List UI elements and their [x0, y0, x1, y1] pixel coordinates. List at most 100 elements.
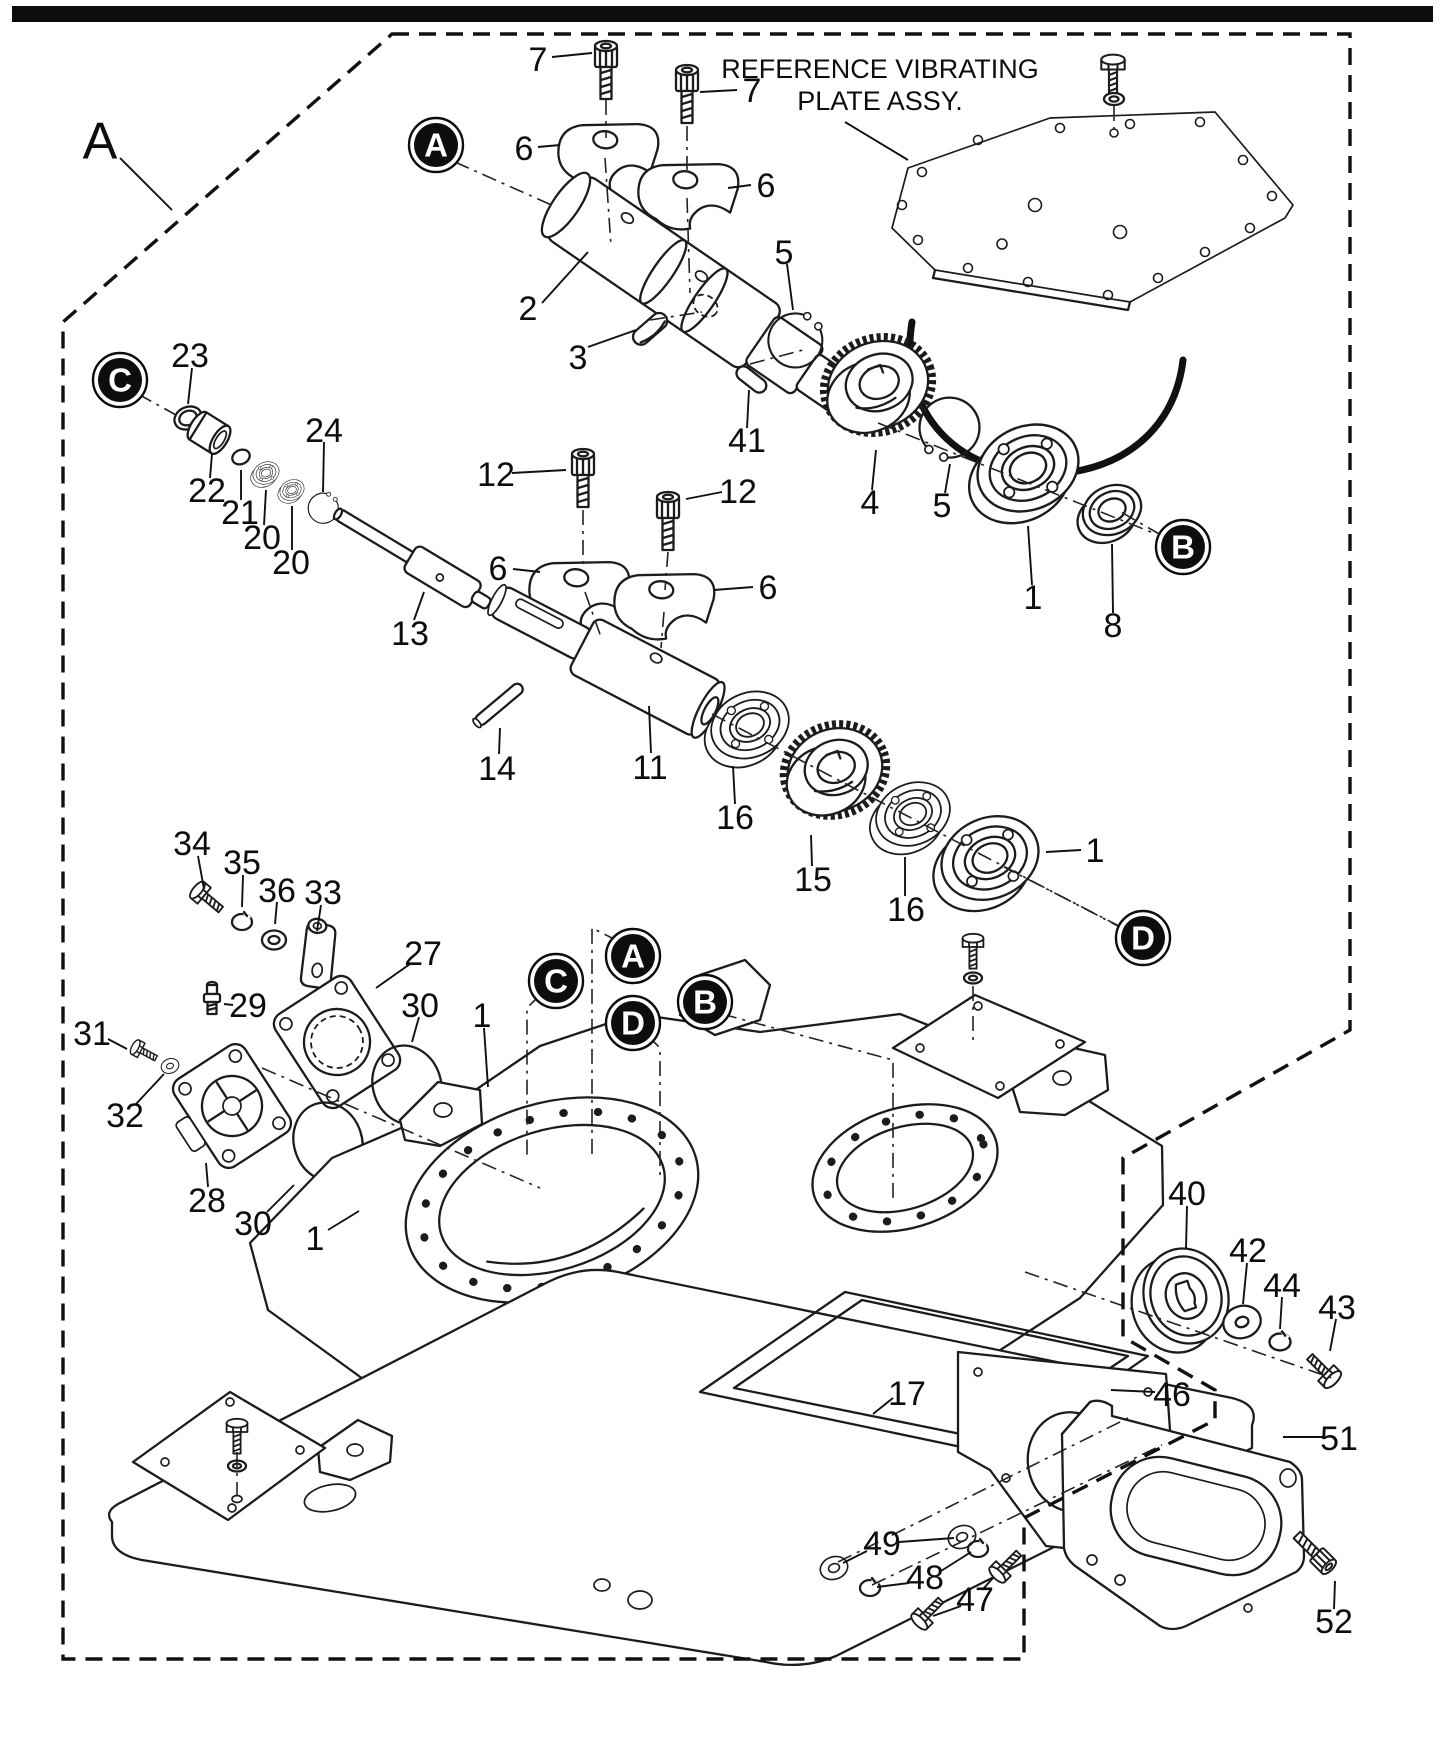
leader-line — [732, 765, 736, 805]
leader-line — [197, 855, 205, 890]
leader-line — [316, 904, 322, 932]
pulley-40 — [1130, 1247, 1230, 1354]
leader-line — [727, 184, 752, 189]
leader-line — [1185, 1205, 1188, 1250]
leader-line — [135, 1073, 165, 1105]
leader-line — [119, 157, 173, 211]
gear-15 — [779, 720, 891, 820]
leader-line — [944, 463, 951, 494]
zone-a-dashed-boundary — [61, 32, 1352, 1661]
leader-line — [322, 441, 325, 493]
bearing-1a — [950, 407, 1097, 541]
svg-text:D: D — [621, 1005, 645, 1042]
part-label-4: 4 — [861, 484, 880, 522]
leader-line — [375, 963, 411, 989]
part-label-41: 41 — [728, 422, 766, 460]
leader-line — [876, 1582, 910, 1588]
svg-text:D: D — [1131, 920, 1155, 957]
leader-line — [413, 591, 425, 621]
leader-line — [1045, 849, 1082, 853]
pulley-group — [1130, 1247, 1345, 1392]
cap-screw-12a — [570, 447, 596, 509]
part-label-6: 6 — [759, 569, 778, 607]
part-label-42: 42 — [1229, 1232, 1267, 1270]
part-label-3: 3 — [569, 339, 588, 377]
leader-line — [871, 449, 877, 491]
bolt-34 — [186, 878, 229, 919]
part-label-6: 6 — [757, 167, 776, 205]
part-label-17: 17 — [888, 1375, 926, 1413]
detail-badge-B: B — [1154, 518, 1212, 576]
leader-line — [932, 1605, 962, 1617]
part-label-33: 33 — [304, 874, 342, 912]
plate-bolt — [1100, 53, 1126, 95]
part-label-7: 7 — [529, 41, 548, 79]
leader-line — [511, 469, 567, 474]
part-label-13: 13 — [391, 615, 429, 653]
key-41 — [735, 365, 768, 394]
cover-27 — [272, 974, 402, 1110]
svg-text:A: A — [424, 127, 448, 164]
leader-line — [274, 901, 278, 925]
cover-plate-edge — [931, 268, 1132, 312]
part-label-49: 49 — [863, 1525, 901, 1563]
bushing-22 — [186, 410, 232, 455]
bearing-20a — [246, 457, 284, 492]
leader-line — [541, 251, 589, 304]
part-label-31: 31 — [73, 1015, 111, 1053]
part-label-A: A — [83, 113, 118, 171]
reference-plate-assembly — [891, 53, 1294, 478]
assembly-axes — [236, 100, 1333, 1586]
leader-line — [1279, 1296, 1283, 1330]
badge-connector — [454, 161, 557, 208]
part-label-16: 16 — [716, 799, 754, 837]
part-label-5: 5 — [933, 487, 952, 525]
cap-screw-7b — [674, 63, 700, 125]
part-label-6: 6 — [489, 550, 508, 588]
belt-cover-51 — [1060, 1399, 1340, 1631]
leader-line — [746, 389, 750, 429]
part-label-34: 34 — [173, 825, 211, 863]
part-label-32: 32 — [106, 1097, 144, 1135]
cover-28 — [171, 1042, 293, 1170]
part-label-44: 44 — [1263, 1267, 1301, 1305]
detail-badge-C: C — [91, 351, 149, 409]
part-label-7: 7 — [743, 72, 762, 110]
part-label-22: 22 — [188, 472, 226, 510]
part-label-1: 1 — [1086, 832, 1105, 870]
detail-badge-D: D — [1114, 909, 1172, 967]
badge-connector — [1003, 866, 1122, 928]
leader-line — [205, 1162, 209, 1188]
leader-line — [940, 1551, 972, 1572]
washer-42 — [1222, 1304, 1262, 1340]
leader-line — [1110, 1389, 1156, 1393]
part-label-6: 6 — [515, 130, 534, 168]
part-label-12: 12 — [477, 456, 515, 494]
housing-bracket-left — [398, 1080, 484, 1148]
leader-line — [537, 144, 561, 148]
badge-connector — [1120, 511, 1162, 536]
leader-line — [648, 705, 652, 754]
leader-line — [241, 874, 244, 908]
part-label-46: 46 — [1153, 1376, 1191, 1414]
part-label-21: 21 — [221, 494, 259, 532]
leader-line — [551, 52, 593, 58]
plug-bolt-31 — [127, 1037, 161, 1067]
cover-plate — [891, 111, 1294, 303]
base-plate-bracket — [316, 1418, 394, 1482]
grease-nipple-29 — [202, 980, 222, 1016]
leader-line — [713, 586, 754, 591]
leader-line — [411, 1016, 420, 1043]
part-label-29: 29 — [229, 987, 267, 1025]
bottom-cover-right — [891, 932, 1087, 1100]
badge-connector — [721, 1013, 894, 1200]
lock-washer-44 — [1267, 1329, 1293, 1352]
cap-screw-7a — [593, 39, 619, 101]
part-label-35: 35 — [223, 844, 261, 882]
part-label-2: 2 — [519, 290, 538, 328]
leader-line — [1111, 543, 1114, 614]
part-label-20: 20 — [272, 544, 310, 582]
